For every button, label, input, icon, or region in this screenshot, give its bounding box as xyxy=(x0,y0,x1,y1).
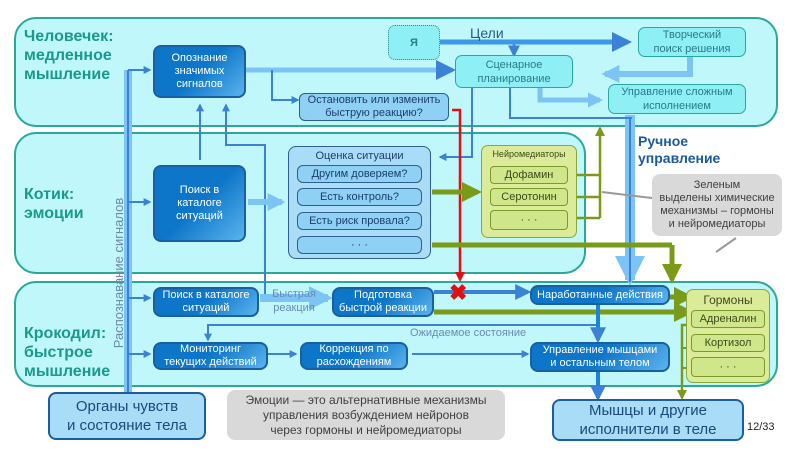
assessment-item[interactable]: Есть риск провала? xyxy=(297,212,422,230)
assessment-item[interactable]: Другим доверяем? xyxy=(297,165,422,183)
neuromediator-item[interactable]: Дофамин xyxy=(490,166,568,184)
hormone-item[interactable]: · · · xyxy=(691,357,765,377)
expected-state-label: Ожидаемое состояние xyxy=(410,327,527,339)
hormone-item[interactable]: Адреналин xyxy=(691,310,765,328)
neuromediator-item[interactable]: Серотонин xyxy=(490,188,568,206)
assessment-item[interactable]: Есть контроль? xyxy=(297,188,422,206)
goals-label: Цели xyxy=(470,25,504,41)
blocked-x-icon: ✖ xyxy=(449,280,468,305)
fast-reaction-label: Быстрая реакция xyxy=(272,288,316,314)
layer-cat-title: Котик: эмоции xyxy=(24,186,84,222)
signal-recognition-label: Распознавание сигналов xyxy=(111,197,126,349)
node-self[interactable]: Я xyxy=(388,25,440,60)
page-number: 12/33 xyxy=(747,421,775,433)
neuromediator-item[interactable]: · · · xyxy=(490,210,568,230)
hormones-title: Гормоны xyxy=(703,293,753,307)
hormone-item[interactable]: Кортизол xyxy=(691,334,765,352)
assessment-item[interactable]: · · · xyxy=(297,236,422,254)
node-learned-actions[interactable]: Наработанные действия xyxy=(530,285,670,305)
neuromediators-title: Нейромедиаторы xyxy=(492,149,566,159)
manual-control-label: Ручное управление xyxy=(638,133,721,166)
assessment-title: Оценка ситуации xyxy=(315,150,404,162)
layer-croc-title: Крокодил: быстрое мышление xyxy=(24,325,111,380)
layer-human-title: Человечек: медленное мышление xyxy=(24,28,114,83)
